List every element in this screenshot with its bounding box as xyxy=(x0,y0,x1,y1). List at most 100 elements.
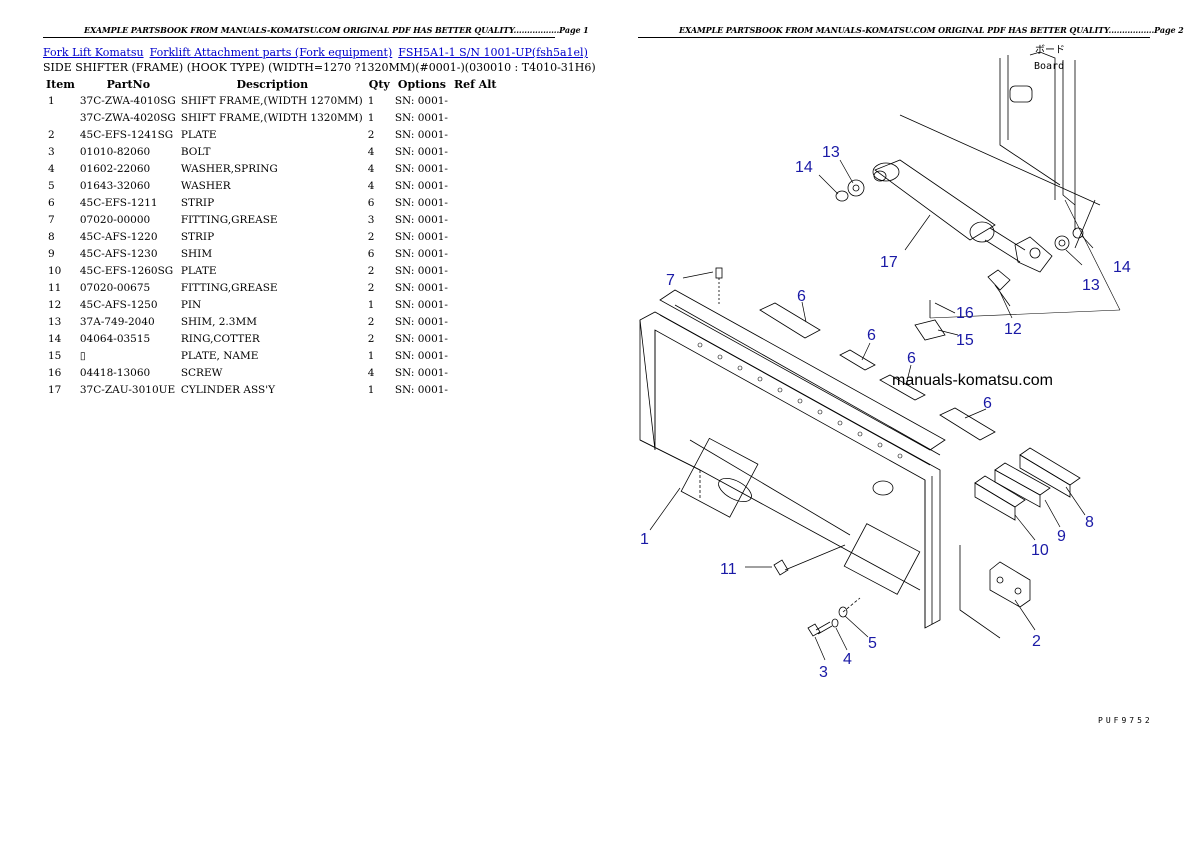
cell-qty: 4 xyxy=(367,145,375,158)
figure-code: PUF9752 xyxy=(1098,716,1153,725)
callout-2: 2 xyxy=(1032,633,1041,650)
header-divider xyxy=(638,37,1150,38)
cell-options: SN: 0001- xyxy=(394,315,448,328)
cell-item: 16 xyxy=(48,366,62,379)
callout-11: 11 xyxy=(720,561,737,578)
callout-1: 1 xyxy=(640,531,649,548)
cell-options: SN: 0001- xyxy=(394,230,448,243)
cell-description: STRIP xyxy=(180,196,215,209)
parts-list-page: EXAMPLE PARTSBOOK FROM MANUALS-KOMATSU.C… xyxy=(43,25,596,398)
cell-item: 6 xyxy=(48,196,55,209)
cell-qty: 6 xyxy=(367,247,375,260)
callout-14b: 14 xyxy=(1113,259,1131,276)
callout-12: 12 xyxy=(1004,321,1022,338)
cell-item: 12 xyxy=(48,298,62,311)
callout-leaders xyxy=(649,159,1094,661)
board-bracket: ボード Board xyxy=(899,44,1101,249)
cell-description: STRIP xyxy=(180,230,215,243)
cell-description: PIN xyxy=(180,298,202,311)
cell-qty: 2 xyxy=(367,281,375,294)
cell-item: 9 xyxy=(48,247,55,260)
bolt-washer-drawing xyxy=(807,597,861,637)
cell-partno: 37C-ZWA-4010SG xyxy=(79,94,176,107)
column-header-description: Description xyxy=(236,77,309,91)
cell-description: PLATE xyxy=(180,264,217,277)
cell-options: SN: 0001- xyxy=(394,349,448,362)
cell-partno: 07020-00000 xyxy=(79,213,151,226)
cell-description: SHIFT FRAME,(WIDTH 1270MM) xyxy=(180,94,363,107)
breadcrumb-link-attachment-parts[interactable]: Forklift Attachment parts (Fork equipmen… xyxy=(149,46,393,59)
cell-item: 2 xyxy=(48,128,55,141)
column-header-qty: Qty xyxy=(368,77,390,91)
cell-partno: 45C-AFS-1250 xyxy=(79,298,158,311)
cell-description: WASHER xyxy=(180,179,231,192)
cell-options: SN: 0001- xyxy=(394,298,448,311)
pin-nameplate-drawing xyxy=(929,199,1121,319)
page-header: EXAMPLE PARTSBOOK FROM MANUALS-KOMATSU.C… xyxy=(679,25,1184,35)
cell-options: SN: 0001- xyxy=(394,94,448,107)
callout-10: 10 xyxy=(1031,542,1049,559)
cell-qty: 4 xyxy=(367,179,375,192)
cell-qty: 1 xyxy=(367,94,375,107)
cell-description: PLATE xyxy=(180,128,217,141)
cell-qty: 1 xyxy=(367,349,375,362)
callout-6a: 6 xyxy=(797,288,806,305)
column-header-ref-alt: Ref Alt xyxy=(453,77,497,91)
callout-13b: 13 xyxy=(1082,277,1100,294)
breadcrumb-link-fork-lift[interactable]: Fork Lift Komatsu xyxy=(43,46,144,59)
cell-item: 3 xyxy=(48,145,55,158)
cell-item: 14 xyxy=(48,332,62,345)
cell-qty: 1 xyxy=(367,298,375,311)
cell-item: 8 xyxy=(48,230,55,243)
cell-item: 15 xyxy=(48,349,62,362)
cell-options: SN: 0001- xyxy=(394,383,448,396)
table-row: 12 45C-AFS-1250 PIN 1 SN: 0001- xyxy=(43,296,499,313)
cell-item: 5 xyxy=(48,179,55,192)
cell-options: SN: 0001- xyxy=(394,281,448,294)
callout-3: 3 xyxy=(819,664,828,681)
cell-item: 17 xyxy=(48,383,62,396)
cell-partno: 45C-EFS-1241SG xyxy=(79,128,174,141)
cell-qty: 6 xyxy=(367,196,375,209)
strip-shim-plate-drawing xyxy=(974,447,1081,521)
cell-qty: 1 xyxy=(367,111,375,124)
callout-9: 9 xyxy=(1057,528,1066,545)
column-header-options: Options xyxy=(397,77,446,91)
cell-options: SN: 0001- xyxy=(394,264,448,277)
breadcrumb-link-model[interactable]: FSH5A1-1 S/N 1001-UP(fsh5a1el) xyxy=(398,46,588,59)
cylinder-assembly-drawing xyxy=(835,159,1084,307)
cell-options: SN: 0001- xyxy=(394,128,448,141)
watermark: manuals-komatsu.com xyxy=(892,372,1053,389)
cell-partno: 37A-749-2040 xyxy=(79,315,155,328)
parts-table: Item PartNo Description Qty Options Ref … xyxy=(43,76,499,398)
callout-8: 8 xyxy=(1085,514,1094,531)
cell-item: 11 xyxy=(48,281,62,294)
callout-numbers: 1 2 3 4 5 6 6 6 6 7 8 9 10 11 12 13 13 1… xyxy=(640,144,1131,681)
cell-description: FITTING,GREASE xyxy=(180,281,278,294)
cell-partno: 45C-EFS-1260SG xyxy=(79,264,174,277)
table-row: 2 45C-EFS-1241SG PLATE 2 SN: 0001- xyxy=(43,126,499,143)
page-header: EXAMPLE PARTSBOOK FROM MANUALS-KOMATSU.C… xyxy=(84,25,589,35)
cell-partno: 45C-EFS-1211 xyxy=(79,196,158,209)
cell-item: 13 xyxy=(48,315,62,328)
cell-qty: 2 xyxy=(367,128,375,141)
section-title: SIDE SHIFTER (FRAME) (HOOK TYPE) (WIDTH=… xyxy=(43,61,596,74)
column-header-partno: PartNo xyxy=(106,77,151,91)
cell-options: SN: 0001- xyxy=(394,196,448,209)
callout-6d: 6 xyxy=(983,395,992,412)
cell-qty: 3 xyxy=(367,213,375,226)
cell-options: SN: 0001- xyxy=(394,179,448,192)
cell-options: SN: 0001- xyxy=(394,332,448,345)
cell-qty: 2 xyxy=(367,230,375,243)
